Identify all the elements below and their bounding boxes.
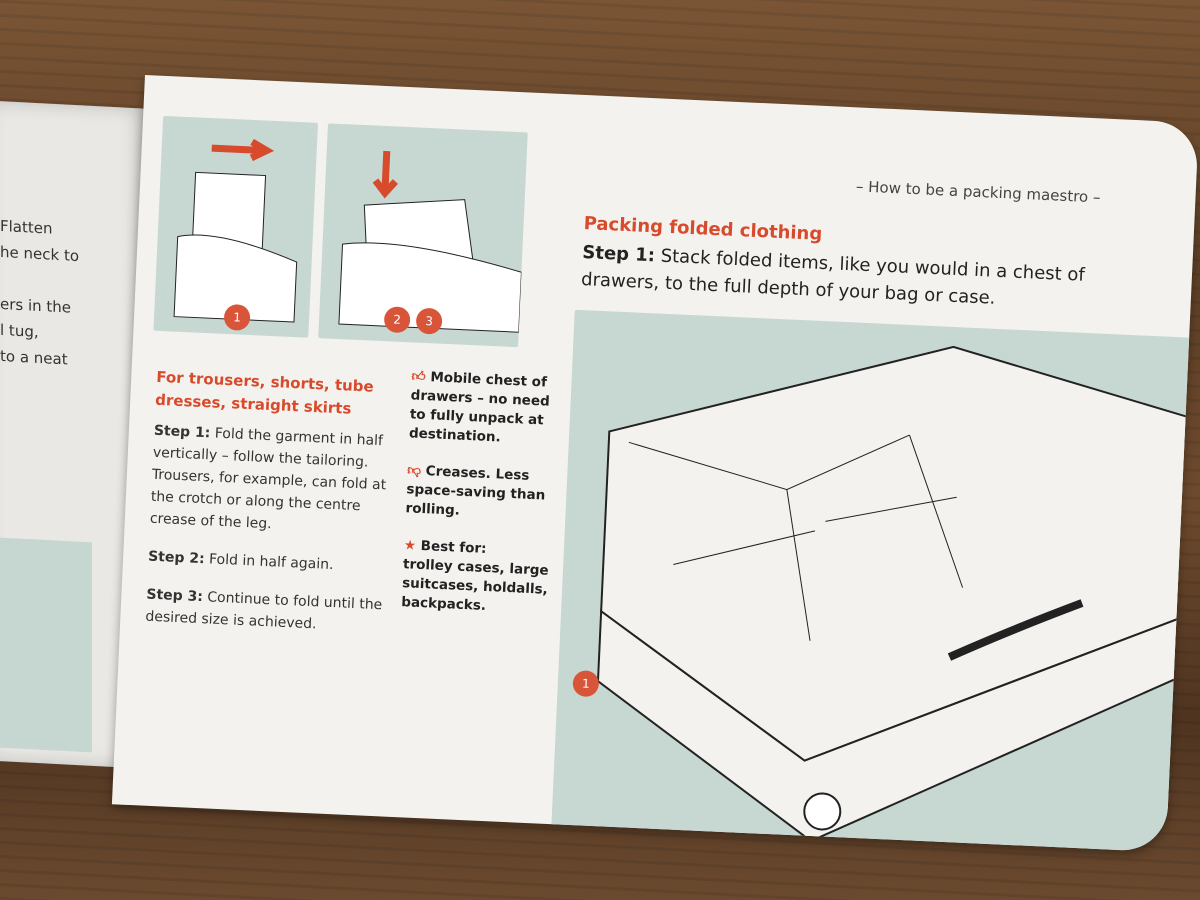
- left-page-illustration: [0, 537, 92, 753]
- pros-cons-column: 👍︎ Mobile chest of drawers – no need to …: [400, 367, 562, 637]
- trousers-column: For trousers, shorts, tube dresses, stra…: [144, 366, 401, 655]
- cons-item: 👎︎ Creases. Less space-saving than rolli…: [405, 462, 546, 519]
- fold-step-1-illustration: 1: [153, 115, 319, 338]
- pros-item: 👍︎ Mobile chest of drawers – no need to …: [408, 368, 551, 446]
- star-icon: ★: [403, 537, 422, 554]
- thumbs-up-icon: 👍︎: [411, 368, 431, 386]
- best-for-item: ★ Best for:trolley cases, large suitcase…: [400, 537, 549, 615]
- left-page-text: Flatten he neck to ers in the l tug, to …: [0, 216, 79, 369]
- thumbs-down-icon: 👎︎: [406, 462, 427, 480]
- right-page: 1 2 3 – How to be a packing maestro – Pa…: [111, 75, 1199, 853]
- trousers-heading: For trousers, shorts, tube dresses, stra…: [154, 367, 375, 418]
- step-1-instruction: Step 1: Stack folded items, like you wou…: [580, 242, 1086, 309]
- trousers-step-1: Step 1: Fold the garment in half vertica…: [149, 422, 387, 533]
- trousers-step-3: Step 3: Continue to fold until the desir…: [145, 586, 383, 633]
- suitcase-illustration: 1: [551, 309, 1195, 853]
- folding-trousers-drawing: [173, 138, 298, 323]
- packed-suitcase-drawing: [596, 345, 1192, 843]
- trousers-step-2: Step 2: Fold in half again.: [147, 548, 334, 574]
- folding-trousers-drawing: [338, 150, 522, 333]
- fold-step-2-3-illustration: 2 3: [318, 123, 528, 348]
- running-header: – How to be a packing maestro –: [855, 177, 1101, 207]
